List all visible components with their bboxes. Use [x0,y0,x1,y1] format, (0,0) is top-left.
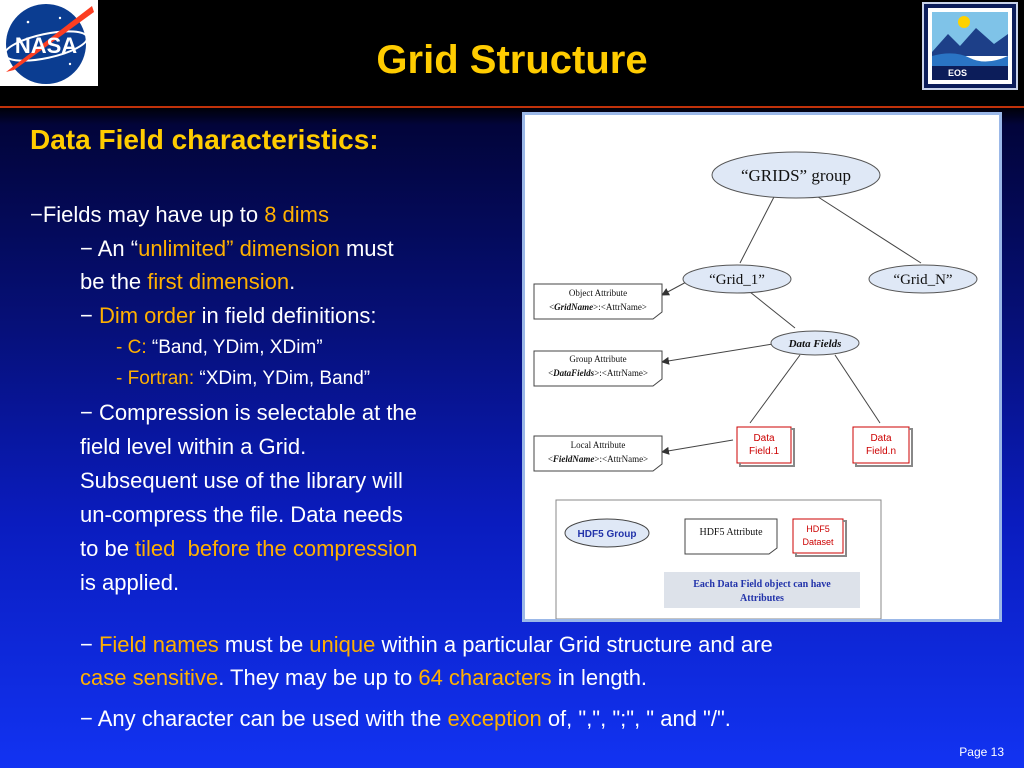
grids-group-node [711,151,881,199]
nasa-logo-text: NASA [15,33,77,58]
data-field-1-node [736,426,792,464]
legend-note-box [664,572,860,608]
section-heading: Data Field characteristics: [30,124,379,155]
object-attribute-title: Object Attribute [569,288,627,298]
legend-hdf5-group [564,518,650,548]
grids-group-label: “GRIDS” group [741,166,851,185]
legend-note-line1: Each Data Field object can have [693,579,831,590]
grid-structure-diagram: “GRIDS” group “Grid_1” “Grid_N” Data Fie… [522,112,1002,622]
bullet-unlimited-dim: − An “unlimited” dimension must [80,236,394,261]
data-field-1-line2: Field.1 [749,446,779,457]
legend-hdf5-dataset-line1: HDF5 [806,524,830,534]
bullet-compression-2: field level within a Grid. [80,434,307,459]
data-field-n-node [852,426,910,464]
grid-n-node [868,264,978,294]
bullet-dim-order-c: - C: “Band, YDim, XDim” [116,337,323,358]
legend-hdf5-dataset-line2: Dataset [802,537,834,547]
nasa-logo: NASA [0,0,98,86]
data-fields-node [770,330,860,356]
diagram-connectors [661,194,922,455]
bullet-compression-4: un-compress the file. Data needs [80,502,403,527]
data-field-n-line2: Field.n [866,446,896,457]
bullet-dim-order-fortran: - Fortran: “XDim, YDim, Band” [116,368,371,389]
data-field-n-line1: Data [870,433,892,444]
legend-hdf5-group-label: HDF5 Group [578,529,637,540]
local-attribute-box [533,435,663,472]
local-attribute-title: Local Attribute [571,440,626,450]
object-attribute-box [533,283,663,320]
grid-n-label: “Grid_N” [893,272,952,288]
group-attribute-title: Group Attribute [569,354,626,364]
bullet-dim-order: − Dim order in field definitions: [80,303,377,328]
bullet-unlimited-dim-cont: be the first dimension. [80,269,296,294]
bullet-characters: − Any character can be used with the exc… [80,706,731,731]
local-attribute-name: <FieldName>:<AttrName> [548,454,648,464]
data-fields-label: Data Fields [788,338,842,350]
bullet-compression-5: to be tiled before the compression [80,536,418,561]
bullet-compression-1: − Compression is selectable at the [80,400,417,425]
page-number: Page 13 [959,745,1004,759]
object-attribute-name: <GridName>:<AttrName> [549,302,647,312]
bullet-compression-3: Subsequent use of the library will [80,468,403,493]
legend-hdf5-dataset [792,518,844,554]
grid-1-label: “Grid_1” [709,272,765,288]
eos-logo: EOS [922,2,1018,90]
header-divider [0,106,1024,108]
grid-1-node [682,264,792,294]
group-attribute-box [533,350,663,387]
legend-note-line2: Attributes [740,593,784,604]
bullet-field-names-cont: case sensitive. They may be up to 64 cha… [80,665,648,690]
group-attribute-name: <DataFields>:<AttrName> [548,368,648,378]
bullet-compression-6: is applied. [80,570,180,595]
slide-title: Grid Structure [376,38,648,82]
bullet-field-names: − Field names must be unique within a pa… [80,632,773,657]
eos-logo-text: EOS [948,68,967,78]
data-field-1-line1: Data [753,433,775,444]
bullet-max-dims: −Fields may have up to 8 dims [30,202,329,227]
legend-hdf5-attribute-label: HDF5 Attribute [699,527,763,538]
legend-hdf5-attribute [684,518,778,555]
